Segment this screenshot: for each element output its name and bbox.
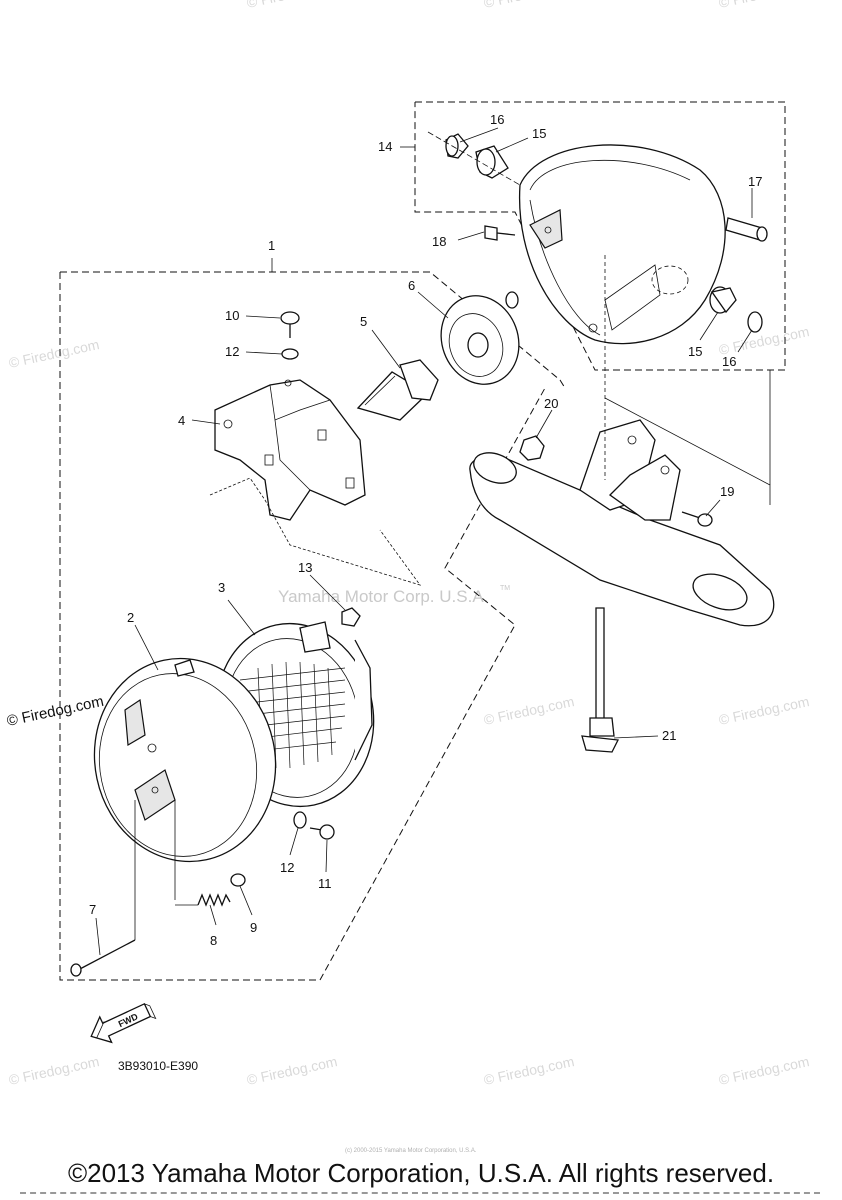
callout-19: 19 <box>720 484 734 499</box>
spring-8 <box>197 893 231 907</box>
watermark-text: © Firedog.com <box>717 323 810 358</box>
callout-20: 20 <box>544 396 558 411</box>
leader-lines <box>95 127 753 956</box>
callout-9: 9 <box>250 920 257 935</box>
washer-12-lower <box>293 811 307 829</box>
nut-20 <box>519 435 545 461</box>
callout-4: 4 <box>178 413 185 428</box>
callout-5: 5 <box>360 314 367 329</box>
bushing-16-top <box>445 133 469 159</box>
cable-tie-21 <box>581 607 619 753</box>
watermark-text: © Firedog.com <box>482 693 575 728</box>
watermark-text: © Firedog.com <box>717 0 810 11</box>
screw-19 <box>681 511 713 527</box>
screw-10 <box>280 311 300 338</box>
watermark-text: © Firedog.com <box>717 693 810 728</box>
tm-mark: TM <box>500 585 510 592</box>
footer-copyright: ©2013 Yamaha Motor Corporation, U.S.A. A… <box>67 1158 775 1188</box>
center-watermark: Yamaha Motor Corp. U.S.A. <box>278 587 488 606</box>
callout-3: 3 <box>218 580 225 595</box>
callout-8: 8 <box>210 933 217 948</box>
assembly-1-boundary <box>59 272 546 981</box>
bushing-16-right <box>747 311 763 333</box>
collar-15-top <box>475 145 509 179</box>
watermark-text: © Firedog.com <box>245 1053 338 1088</box>
callout-14: 14 <box>378 139 392 154</box>
callout-16-right: 16 <box>722 354 736 369</box>
collar-15-right <box>709 286 737 314</box>
bottom-divider <box>20 1192 820 1196</box>
watermark-text: © Firedog.com <box>717 1053 810 1088</box>
tiny-copyright: (c) 2000-2015 Yamaha Motor Corporation, … <box>345 1148 477 1154</box>
bracket-4 <box>214 379 366 521</box>
watermark-text: © Firedog.com <box>482 0 575 11</box>
watermark-text: © Firedog.com <box>245 0 338 11</box>
callout-13: 13 <box>298 560 312 575</box>
callout-15-top: 15 <box>532 126 546 141</box>
callout-10: 10 <box>225 308 239 323</box>
callout-6: 6 <box>408 278 415 293</box>
pivot-bolt-17 <box>725 217 768 242</box>
washer-12-top <box>281 348 299 360</box>
watermark-text-dark: © Firedog.com <box>5 693 105 730</box>
watermark-text: © Firedog.com <box>7 1053 100 1088</box>
callout-1: 1 <box>268 238 275 253</box>
callout-11: 11 <box>318 876 332 891</box>
nut-13 <box>341 607 361 627</box>
callout-16-top: 16 <box>490 112 504 127</box>
headlight-rim-2 <box>93 657 277 863</box>
diagram-code: 3B93010-E390 <box>118 1059 198 1073</box>
screw-9 <box>230 873 246 887</box>
watermark-text: © Firedog.com <box>7 336 100 371</box>
bulb-5 <box>356 359 439 421</box>
callout-12-lower: 12 <box>280 860 294 875</box>
callout-15-right: 15 <box>688 344 702 359</box>
watermark-text: © Firedog.com <box>482 1053 575 1088</box>
parts-diagram: © Firedog.com © Firedog.com © Firedog.co… <box>5 0 810 1154</box>
fwd-arrow: FWD <box>90 1002 157 1044</box>
callout-21: 21 <box>662 728 676 743</box>
assembly-14-boundary <box>414 101 786 371</box>
fork-bracket <box>469 255 775 627</box>
socket-cover-6 <box>440 291 520 385</box>
screw-11 <box>309 824 335 840</box>
screw-18 <box>484 225 516 241</box>
callouts: 1 2 3 4 5 6 7 8 9 10 11 12 12 13 14 15 1… <box>89 112 762 948</box>
callout-2: 2 <box>127 610 134 625</box>
headlight-housing <box>518 144 726 345</box>
callout-17: 17 <box>748 174 762 189</box>
callout-12-top: 12 <box>225 344 239 359</box>
adjuster-screw-7 <box>70 939 136 977</box>
callout-7: 7 <box>89 902 96 917</box>
callout-18: 18 <box>432 234 446 249</box>
